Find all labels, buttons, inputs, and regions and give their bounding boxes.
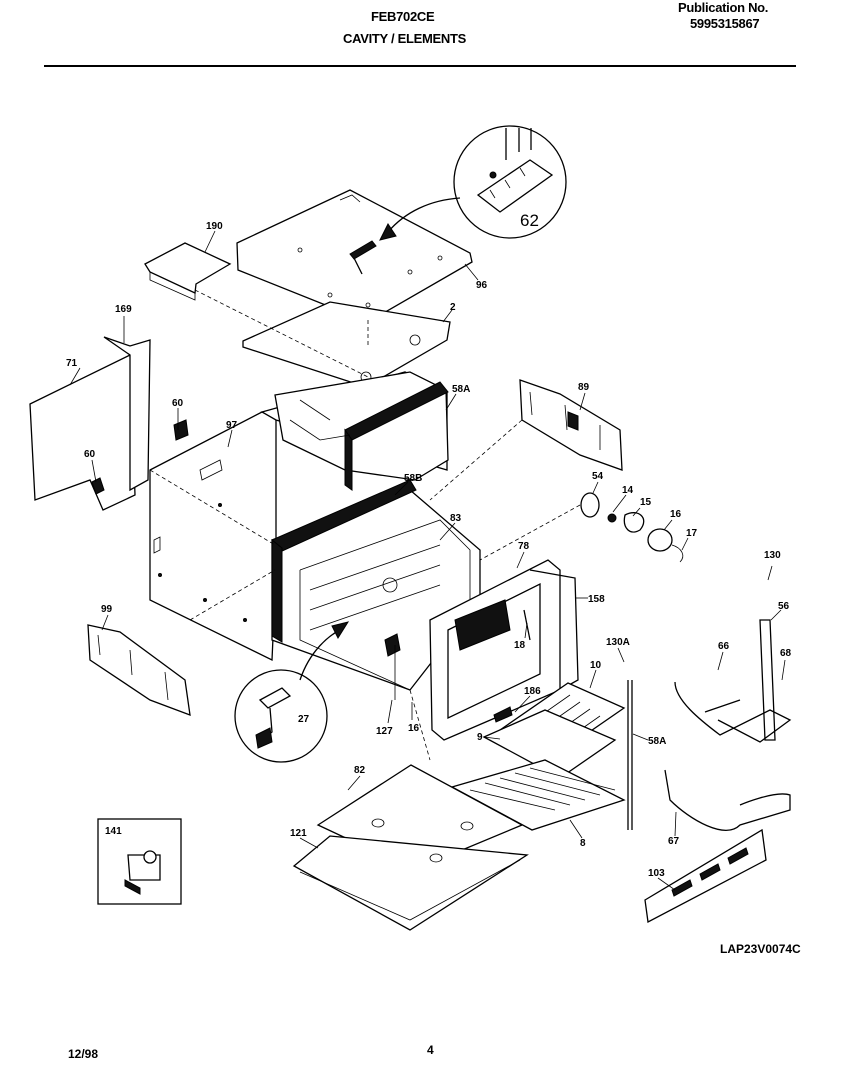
callout-68: 68 [780,648,792,659]
callout-labels: 190 96 2 169 71 60 97 60 58A 89 58B 83 5… [66,211,792,879]
callout-9: 9 [477,732,483,743]
callout-99: 99 [101,604,113,615]
callout-54: 54 [592,471,604,482]
callout-2: 2 [450,302,456,313]
callout-58a-top: 58A [452,384,470,395]
callout-67: 67 [668,836,680,847]
callout-97: 97 [226,420,238,431]
callout-78: 78 [518,541,530,552]
detail-circle-terminal-block [379,125,567,241]
callout-103: 103 [648,868,665,879]
callout-186: 186 [524,686,541,697]
left-bottom-bracket [87,624,191,716]
callout-121: 121 [290,828,307,839]
callout-169: 169 [115,304,132,315]
oven-cavity [271,479,481,700]
callout-16-cavity: 16 [408,723,420,734]
bake-broil-elements [627,619,792,831]
callout-141: 141 [105,826,122,837]
page-number: 4 [427,1043,434,1057]
top-insulation-duct [274,371,449,491]
callout-127: 127 [376,726,393,737]
callout-82: 82 [354,765,366,776]
door-frame-front [429,559,579,741]
section-title: CAVITY / ELEMENTS [343,31,466,46]
callout-14: 14 [622,485,634,496]
bracket-part [144,242,232,301]
callout-130: 130 [764,550,781,561]
revision-date: 12/98 [68,1047,99,1061]
broil-pan [482,682,626,779]
callout-16-light: 16 [670,509,682,520]
callout-18: 18 [514,640,526,651]
callout-56: 56 [778,601,790,612]
header-divider [44,65,796,67]
callout-158: 158 [588,594,605,605]
right-bracket [519,379,623,471]
callout-15: 15 [640,497,652,508]
left-side-panel [29,336,151,511]
callout-83: 83 [450,513,462,524]
callout-190: 190 [206,221,223,232]
callout-leaders [69,230,786,891]
callout-71: 71 [66,358,78,369]
callout-10: 10 [590,660,602,671]
top-panel [236,189,473,323]
callout-89: 89 [578,382,590,393]
callout-60-lower: 60 [84,449,96,460]
bottom-tray [292,835,529,931]
light-assembly [580,492,684,563]
publication-number: 5995315867 [690,16,760,31]
vent-trim [644,828,767,924]
callout-17: 17 [686,528,698,539]
assembly-guide-lines [149,289,581,761]
callout-27: 27 [298,714,310,725]
callout-58a-side: 58A [648,736,666,747]
insulation-sheet [242,301,451,388]
publication-label: Publication No. [678,0,769,15]
callout-58b: 58B [404,473,422,484]
callout-130a: 130A [606,637,630,648]
callout-66: 66 [718,641,730,652]
detail-circle-clip [234,621,350,763]
callout-62: 62 [520,211,539,230]
drawing-code: LAP23V0074C [720,942,801,956]
detail-box-thermostat [97,818,182,905]
callout-8: 8 [580,838,586,849]
model-number: FEB702CE [371,9,435,24]
callout-96: 96 [476,280,488,291]
callout-60-top: 60 [172,398,184,409]
